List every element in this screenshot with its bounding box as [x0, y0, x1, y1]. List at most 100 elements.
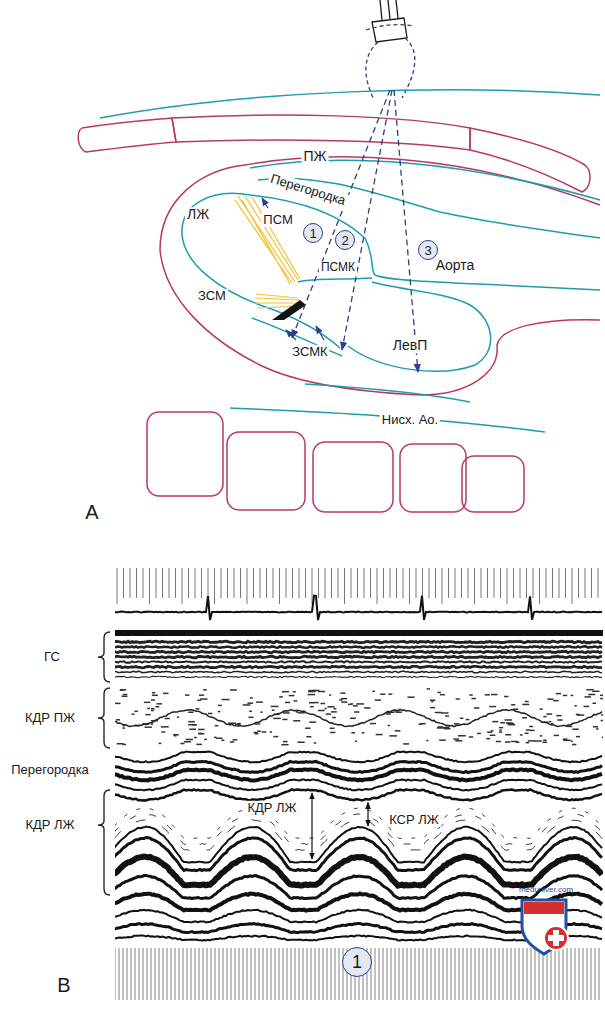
speckle — [283, 712, 290, 714]
speckle — [557, 719, 562, 721]
time-tick — [179, 948, 180, 1000]
speckle — [553, 700, 558, 702]
speckle — [249, 711, 252, 713]
speckle — [364, 707, 370, 709]
speckle — [592, 703, 595, 705]
speckle — [486, 738, 490, 740]
speckle — [208, 713, 213, 715]
speckle — [490, 735, 496, 737]
speckle — [257, 730, 261, 732]
time-tick — [163, 948, 164, 1000]
time-tick — [303, 948, 304, 1000]
bracket — [98, 790, 110, 895]
speckle — [485, 694, 490, 696]
speckle — [313, 702, 318, 704]
time-tick — [247, 568, 248, 604]
time-tick — [240, 568, 241, 598]
speckle — [438, 692, 441, 694]
echo-line — [115, 651, 602, 652]
time-tick — [195, 948, 196, 1000]
speckle — [530, 730, 535, 732]
vertebra — [313, 442, 393, 512]
speckle — [186, 739, 193, 741]
time-tick — [221, 568, 222, 598]
speckle — [516, 742, 520, 744]
time-tick — [591, 568, 592, 598]
dimension-arrow — [367, 802, 368, 826]
time-tick — [396, 568, 397, 598]
speckle — [376, 734, 383, 736]
time-tick — [431, 948, 432, 1000]
speckle — [571, 740, 573, 742]
time-tick — [117, 568, 118, 604]
chest-wall — [100, 90, 600, 118]
time-tick — [443, 948, 444, 1000]
speckle — [260, 711, 262, 713]
time-tick — [279, 568, 280, 604]
time-tick — [468, 568, 469, 598]
speckle — [233, 739, 238, 741]
time-tick — [403, 948, 404, 1000]
time-tick — [531, 948, 532, 1000]
time-tick — [429, 568, 430, 598]
speckle — [460, 718, 463, 720]
speckle — [151, 710, 154, 712]
speckle — [505, 734, 511, 736]
chest-wall — [172, 115, 470, 150]
panel-letter: B — [55, 974, 72, 996]
time-tick — [151, 948, 152, 1000]
bracket — [98, 688, 110, 748]
speckle — [474, 707, 479, 709]
speckle — [262, 731, 267, 733]
speckle — [161, 726, 169, 728]
callout-number: 2 — [335, 230, 355, 250]
time-tick — [503, 948, 504, 1000]
time-tick — [377, 568, 378, 604]
speckle — [601, 714, 603, 716]
speckle — [554, 735, 559, 737]
speckle — [306, 736, 311, 738]
time-tick — [370, 568, 371, 598]
small-arrows — [262, 198, 268, 208]
descending-aorta — [230, 408, 545, 432]
speckle — [526, 742, 529, 744]
logo — [524, 902, 564, 914]
time-tick — [295, 948, 296, 1000]
time-tick — [461, 568, 462, 598]
speckle — [296, 711, 299, 713]
speckle — [151, 708, 155, 710]
logo — [544, 926, 568, 950]
vertebra — [400, 444, 466, 512]
time-tick — [552, 568, 553, 598]
time-tick — [191, 948, 192, 1000]
logo — [548, 930, 564, 946]
speckle — [215, 725, 219, 727]
speckle — [437, 726, 443, 728]
time-tick — [575, 948, 576, 1000]
scan-line — [292, 90, 390, 338]
time-tick — [253, 568, 254, 598]
speckle — [204, 739, 207, 741]
speckle — [314, 742, 317, 744]
speckle — [520, 734, 523, 736]
time-tick — [325, 568, 326, 598]
speckle — [471, 698, 475, 700]
time-tick — [487, 948, 488, 1000]
axis-label: ГС — [42, 650, 62, 664]
speckle — [289, 695, 295, 697]
time-tick — [231, 948, 232, 1000]
speckle — [600, 698, 603, 700]
speckle — [320, 703, 325, 705]
chorda-echo — [115, 820, 602, 851]
speckle — [505, 741, 510, 743]
time-tick — [182, 568, 183, 604]
time-tick — [463, 948, 464, 1000]
speckle — [120, 689, 124, 691]
part-label: Аорта — [434, 258, 477, 273]
speckle — [440, 694, 445, 696]
time-tick — [283, 948, 284, 1000]
heart-outline — [160, 157, 600, 395]
speckle — [388, 725, 390, 727]
time-tick — [387, 948, 388, 1000]
time-tick — [286, 568, 287, 598]
